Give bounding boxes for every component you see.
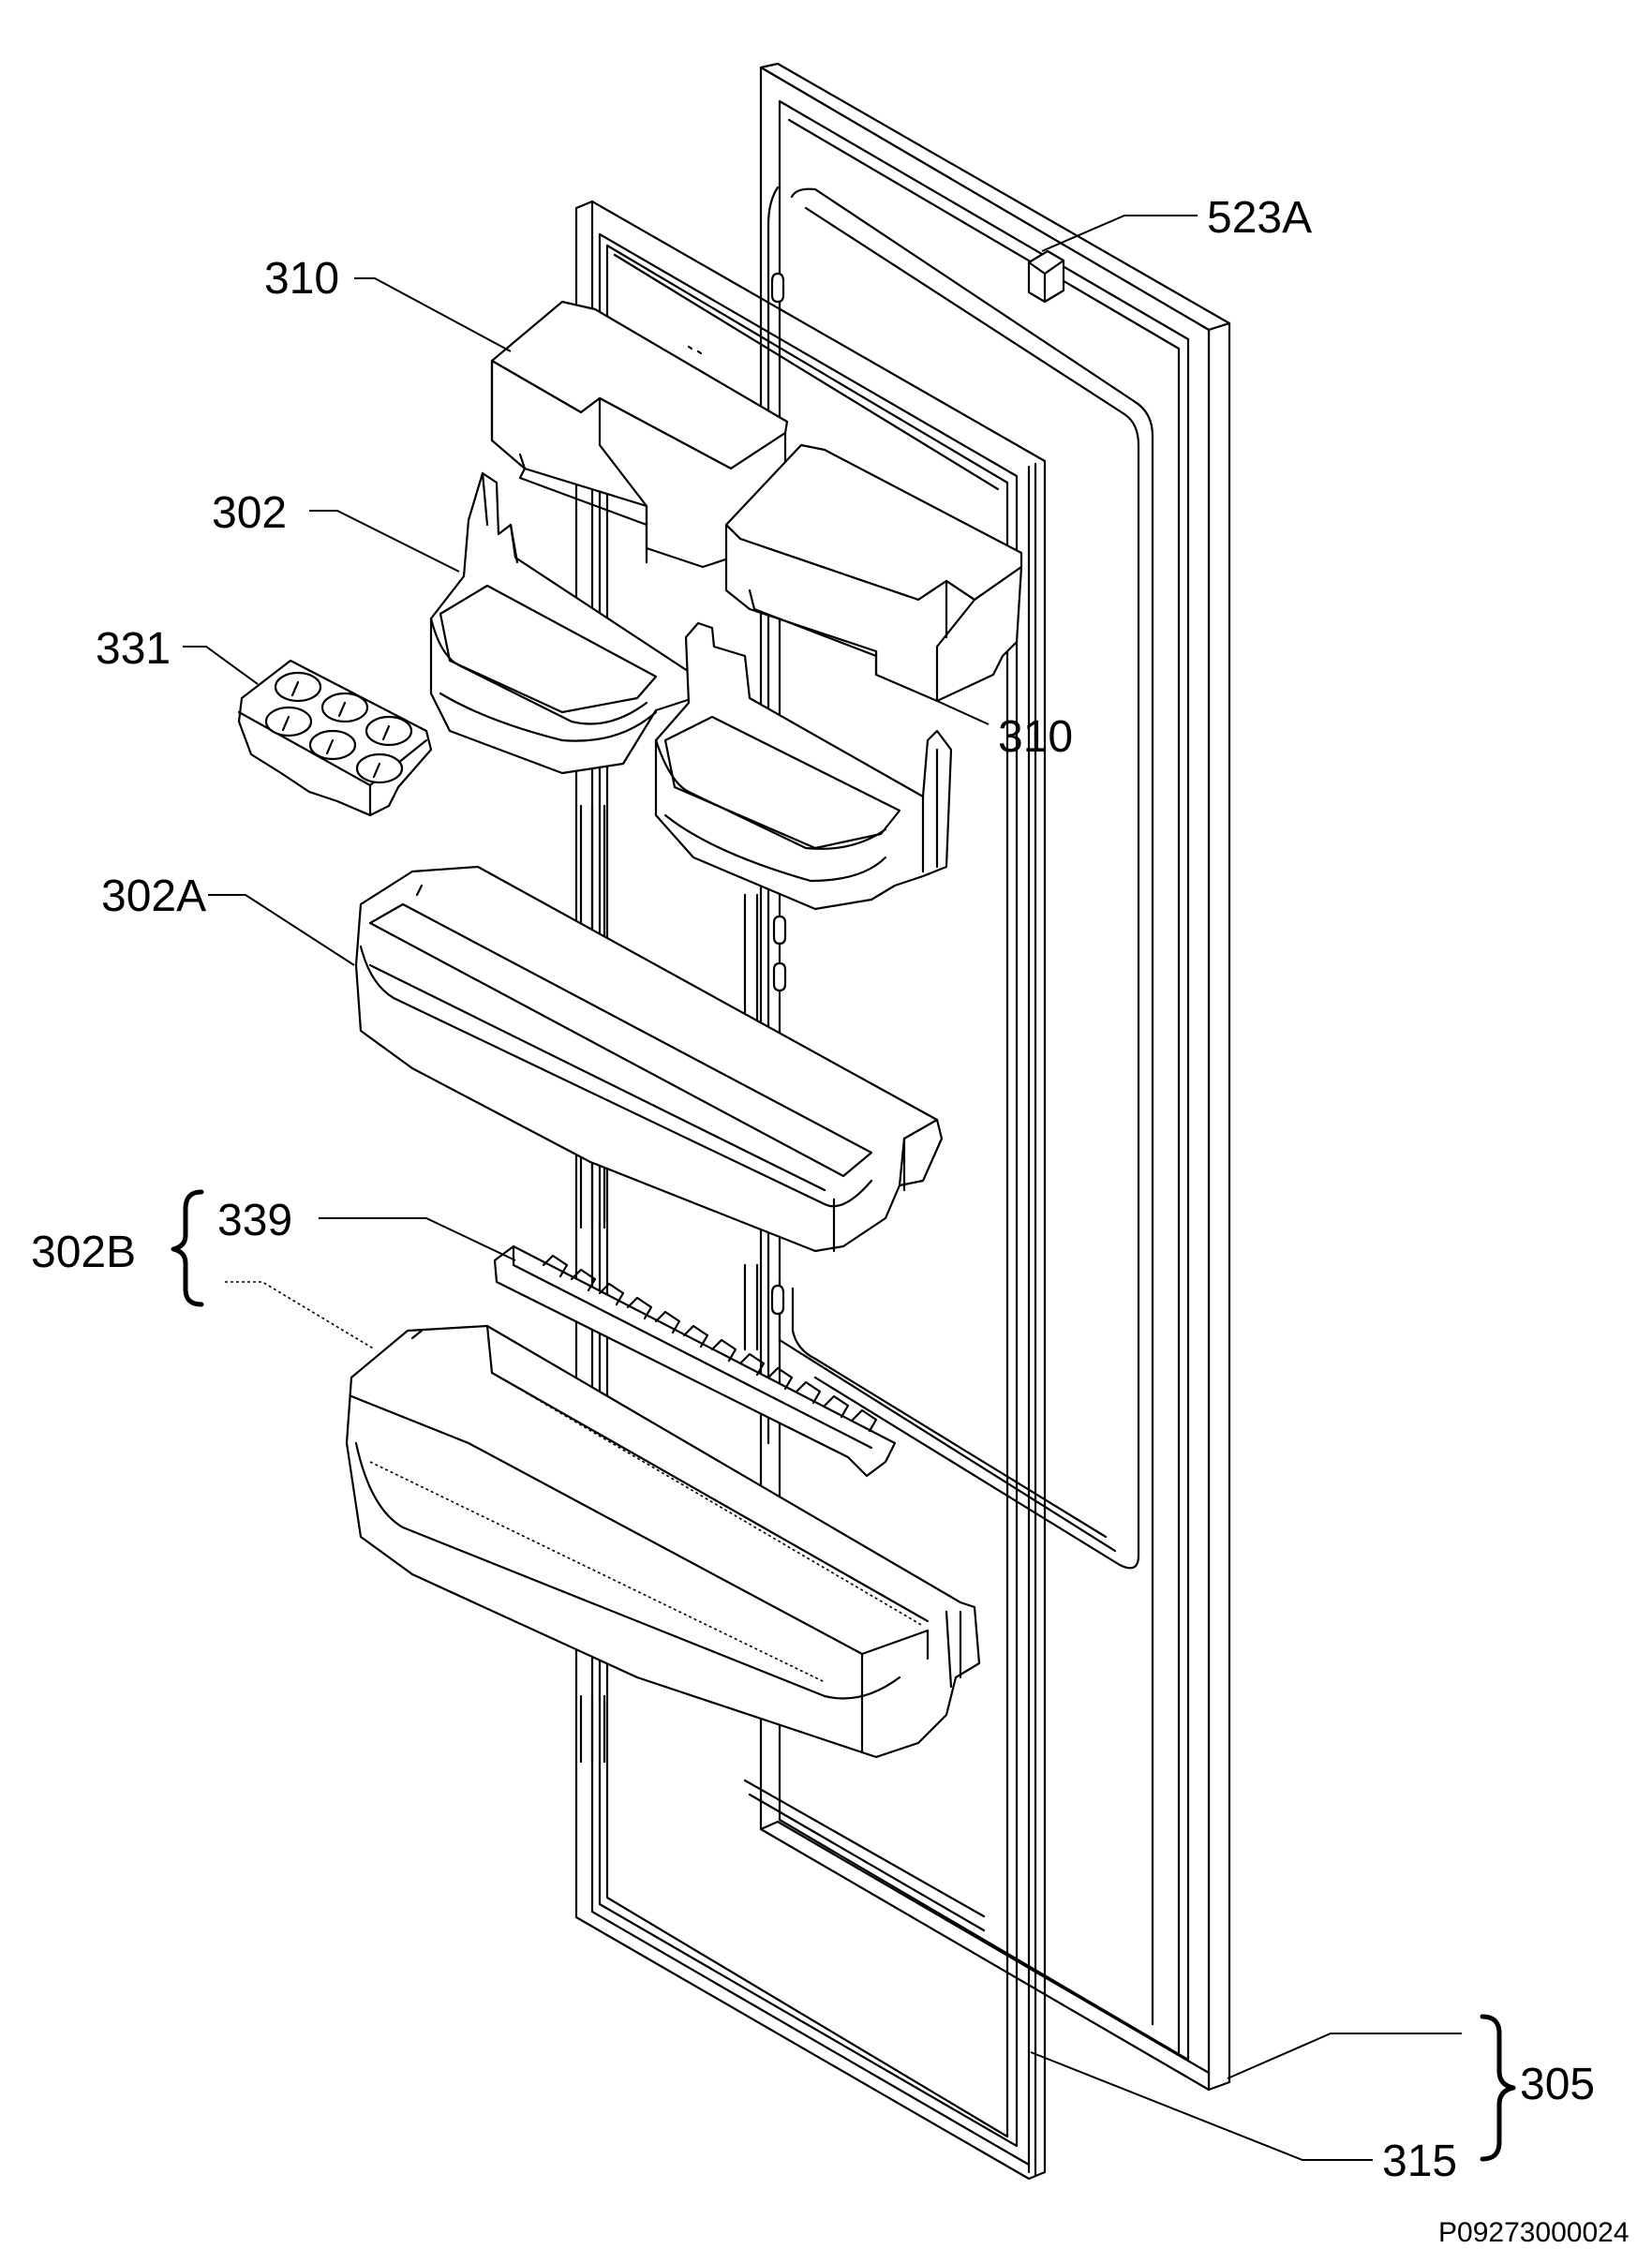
label-310-top: 310	[264, 254, 339, 304]
label-302b: 302B	[31, 1228, 136, 1277]
door-rails	[579, 804, 986, 1932]
door-gasket	[574, 200, 1047, 2181]
label-302a: 302A	[101, 871, 206, 921]
label-310-right: 310	[998, 712, 1073, 762]
label-315: 315	[1382, 2137, 1457, 2186]
bottle-shelf-large	[345, 1324, 981, 1759]
label-339: 339	[217, 1196, 292, 1245]
egg-tray	[237, 659, 433, 817]
door-shelf-small-left	[429, 471, 695, 775]
bottle-retainer	[493, 1244, 897, 1478]
dairy-compartment-right	[724, 443, 1023, 703]
label-331: 331	[96, 624, 171, 674]
leader-lines	[171, 215, 1516, 2162]
label-302: 302	[212, 488, 287, 538]
label-523a: 523A	[1207, 193, 1312, 243]
door-shelf-small-right	[654, 621, 953, 911]
drawing-code: P09273000024	[1438, 2217, 1630, 2248]
door-shelf-medium	[354, 865, 944, 1253]
label-305: 305	[1520, 2060, 1595, 2109]
